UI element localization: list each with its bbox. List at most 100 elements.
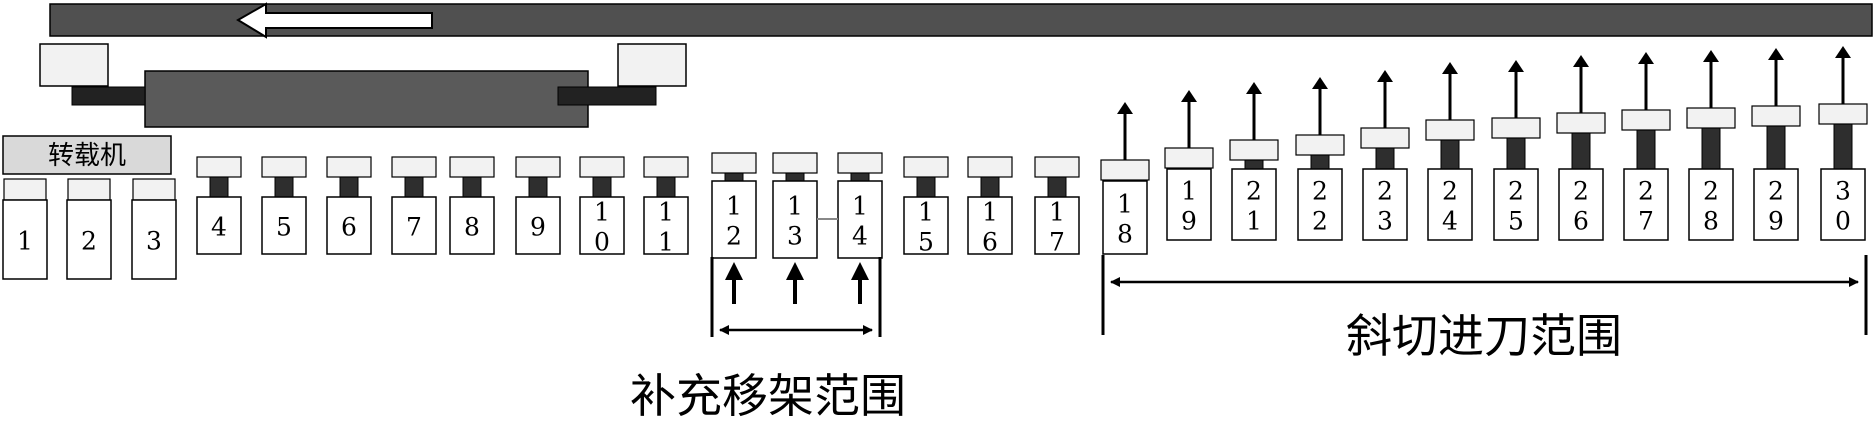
bevel-range-annotation: 斜切进刀范围 — [1101, 255, 1868, 363]
support-15: 15 — [903, 156, 949, 257]
support-number: 4 — [1442, 207, 1458, 236]
support-cap — [1751, 105, 1801, 127]
shearer-body — [144, 70, 589, 128]
support-1: 1 — [2, 178, 48, 280]
support-stem — [592, 174, 612, 198]
support-number: 6 — [1573, 207, 1589, 236]
support-number: 2 — [1377, 177, 1393, 206]
shearer-direction-arrow-icon — [236, 2, 433, 39]
support-number: 1 — [1117, 190, 1133, 219]
support-3: 3 — [131, 178, 177, 280]
support-number: 2 — [1573, 177, 1589, 206]
support-body — [579, 196, 625, 255]
support-body — [772, 180, 818, 259]
support-number: 5 — [276, 213, 292, 242]
support-stem — [1506, 135, 1526, 170]
support-18: 18 — [1100, 102, 1150, 255]
transfer-machine: 转载机 — [2, 135, 172, 175]
support-number: 1 — [1049, 198, 1065, 227]
support-number: 1 — [594, 198, 610, 227]
support-number: 5 — [1508, 207, 1524, 236]
support-body — [711, 180, 757, 259]
support-number: 7 — [1049, 228, 1065, 257]
advance-arrow-icon — [1835, 46, 1851, 58]
support-body — [1688, 168, 1734, 241]
support-cap — [903, 156, 949, 178]
support-number: 2 — [1312, 177, 1328, 206]
support-body — [903, 196, 949, 255]
support-number: 2 — [1312, 207, 1328, 236]
support-11: 11 — [643, 156, 689, 257]
support-number: 2 — [1638, 177, 1654, 206]
support-body — [261, 196, 307, 255]
support-cap — [1491, 117, 1541, 139]
support-body — [1034, 196, 1080, 255]
support-6: 6 — [326, 156, 372, 255]
support-cap — [579, 156, 625, 178]
support-cap — [3, 178, 47, 201]
support-body — [1362, 168, 1408, 241]
push-arrow-icon — [851, 262, 869, 280]
support-number: 9 — [1181, 207, 1197, 236]
support-number: 8 — [1703, 207, 1719, 236]
advance-arrow-icon — [1442, 62, 1458, 74]
support-body — [967, 196, 1013, 255]
shearer-left-arm — [71, 86, 146, 106]
shearer-left-drum — [39, 43, 109, 87]
advance-arrow-icon — [1312, 77, 1328, 89]
support-number: 1 — [726, 192, 742, 221]
support-body — [1166, 168, 1212, 241]
support-stem — [1766, 123, 1786, 170]
support-cap — [1686, 107, 1736, 129]
support-body — [643, 196, 689, 255]
support-number: 4 — [852, 222, 868, 251]
support-number: 1 — [787, 192, 803, 221]
support-body — [1493, 168, 1539, 241]
advance-arrow-icon — [1768, 48, 1784, 60]
support-body — [1753, 168, 1799, 241]
support-stem — [1701, 125, 1721, 170]
support-number: 9 — [1768, 207, 1784, 236]
support-16: 16 — [967, 156, 1013, 257]
support-26: 26 — [1556, 55, 1606, 241]
support-number: 2 — [1246, 177, 1262, 206]
support-28: 28 — [1686, 50, 1736, 241]
support-number: 2 — [1508, 177, 1524, 206]
advance-arrow-icon — [1638, 52, 1654, 64]
support-stem — [656, 174, 676, 198]
support-25: 25 — [1491, 60, 1541, 241]
support-body — [1231, 168, 1277, 241]
advance-arrow-icon — [1377, 70, 1393, 82]
support-cap — [1034, 156, 1080, 178]
support-13: 13 — [772, 152, 818, 304]
support-9: 9 — [515, 156, 561, 255]
support-cap — [326, 156, 372, 178]
refill-range-annotation: 补充移架范围 — [630, 257, 906, 423]
support-14: 14 — [837, 152, 883, 304]
support-number: 8 — [464, 213, 480, 242]
advance-arrow-icon — [1181, 90, 1197, 102]
support-cap — [132, 178, 176, 201]
transfer-machine-label: 转载机 — [48, 141, 126, 171]
support-number: 1 — [918, 198, 934, 227]
support-number: 3 — [146, 227, 162, 256]
support-29: 29 — [1751, 48, 1801, 241]
support-number: 1 — [852, 192, 868, 221]
support-number: 5 — [918, 228, 934, 257]
support-number: 2 — [726, 222, 742, 251]
support-body — [1820, 168, 1866, 241]
support-number: 3 — [787, 222, 803, 251]
support-number: 0 — [594, 228, 610, 257]
support-stem — [980, 174, 1000, 198]
support-21: 21 — [1229, 82, 1279, 241]
support-8: 8 — [449, 156, 495, 255]
support-body — [1427, 168, 1473, 241]
support-number: 2 — [1768, 177, 1784, 206]
support-body — [1623, 168, 1669, 241]
support-stem — [1375, 145, 1395, 170]
support-cap — [1100, 159, 1150, 181]
support-number: 2 — [81, 227, 97, 256]
support-number: 1 — [982, 198, 998, 227]
support-body — [326, 196, 372, 255]
